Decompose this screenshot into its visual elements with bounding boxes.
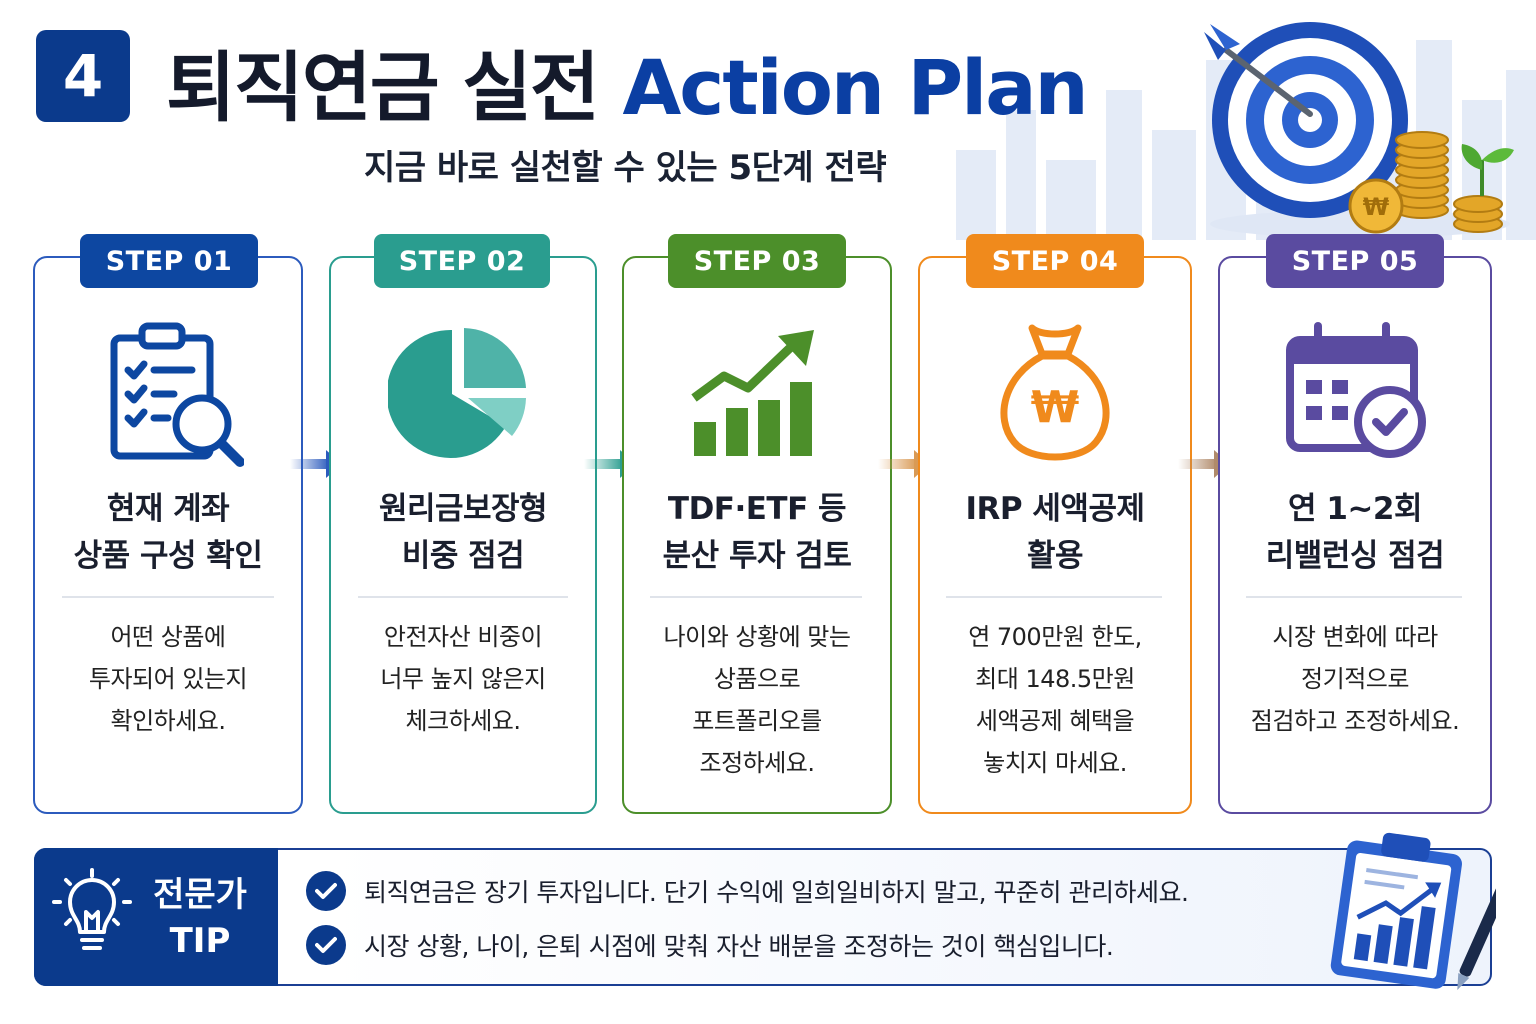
step-divider-2 xyxy=(358,596,568,598)
pie-chart-icon xyxy=(388,328,526,458)
step-divider-4 xyxy=(946,596,1162,598)
page-title: 퇴직연금 실전 Action Plan xyxy=(166,43,1089,132)
tip-item-text: 시장 상황, 나이, 은퇴 시점에 맞춰 자산 배분을 조정하는 것이 핵심입니… xyxy=(364,932,1114,961)
step-tag-1: STEP 01 xyxy=(80,234,258,288)
step-tag-3: STEP 03 xyxy=(668,234,846,288)
money-bag-icon: ₩ xyxy=(1000,324,1110,461)
step-card-2 xyxy=(329,256,597,814)
svg-text:₩: ₩ xyxy=(1031,382,1080,433)
lightbulb-icon xyxy=(52,868,132,950)
check-circle-icon xyxy=(306,871,346,911)
step-divider-1 xyxy=(62,596,274,598)
step-tag-5: STEP 05 xyxy=(1266,234,1444,288)
page-subtitle: 지금 바로 실천할 수 있는 5단계 전략 xyxy=(364,148,887,188)
clipboard-search-icon xyxy=(110,322,244,467)
section-number-badge: 4 xyxy=(36,30,130,122)
svg-text:₩: ₩ xyxy=(1363,193,1390,221)
tip-item-2: 시장 상황, 나이, 은퇴 시점에 맞춰 자산 배분을 조정하는 것이 핵심입니… xyxy=(306,925,1114,965)
step-tag-4: STEP 04 xyxy=(966,234,1144,288)
target-dart-coins-icon: ₩ xyxy=(1204,22,1514,238)
calendar-check-icon xyxy=(1286,322,1426,458)
clipboard-chart-pen-icon xyxy=(1330,832,1496,991)
step-divider-5 xyxy=(1246,596,1462,598)
tip-item-1: 퇴직연금은 장기 투자입니다. 단기 수익에 일희일비하지 말고, 꾸준히 관리… xyxy=(306,871,1189,911)
check-circle-icon xyxy=(306,925,346,965)
step-card-3 xyxy=(622,256,892,814)
page-title-accent: Action Plan xyxy=(622,43,1088,132)
tip-item-text: 퇴직연금은 장기 투자입니다. 단기 수익에 일희일비하지 말고, 꾸준히 관리… xyxy=(364,878,1189,907)
step-divider-3 xyxy=(650,596,862,598)
growth-chart-icon xyxy=(691,330,814,456)
step-tag-2: STEP 02 xyxy=(374,234,550,288)
